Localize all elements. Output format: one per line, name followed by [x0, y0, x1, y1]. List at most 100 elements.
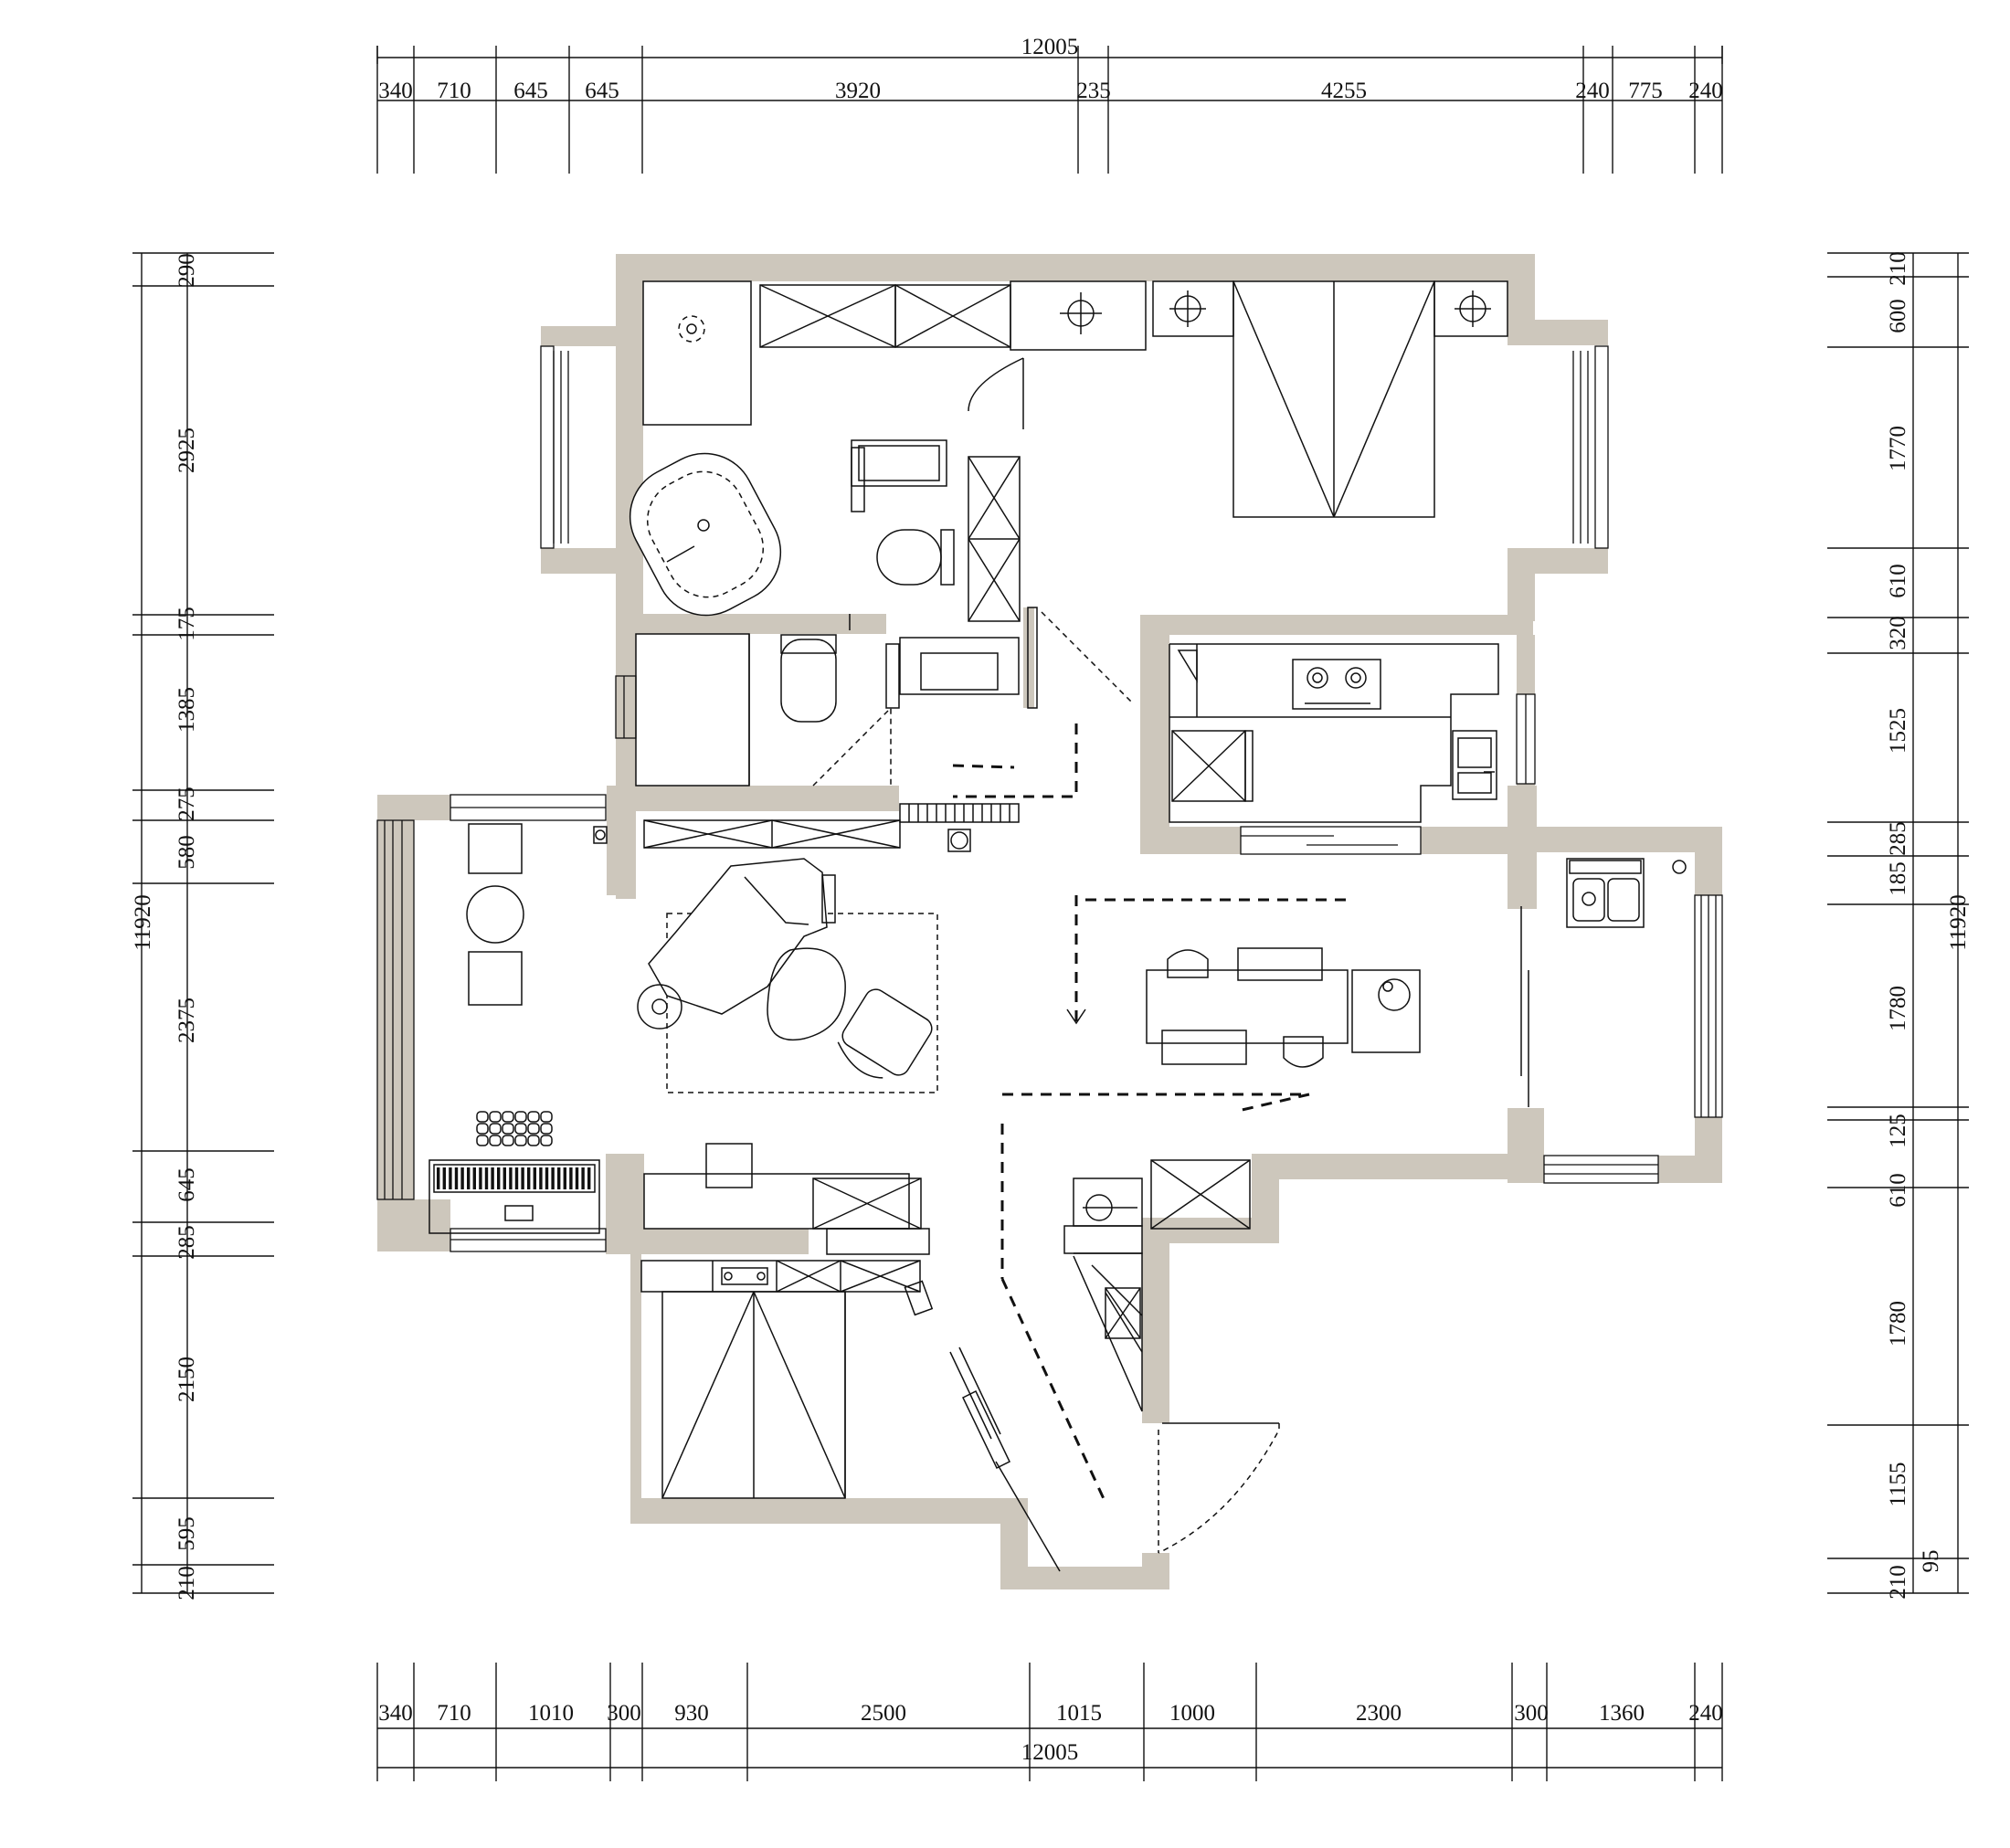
- piano-key: [449, 1167, 452, 1189]
- desk-chair: [705, 1143, 753, 1188]
- top-dimensions: 12005 340 710 645 645 3920 235 4255 240 …: [376, 35, 1723, 174]
- top-total-label: 12005: [1021, 35, 1079, 59]
- right-segment-label: 210: [1886, 1565, 1910, 1600]
- piano-stool-cushion: [514, 1135, 527, 1146]
- piano-stool-cushion: [476, 1135, 489, 1146]
- dining-bench-bottom: [1161, 1030, 1247, 1065]
- piano: [428, 1159, 600, 1234]
- piano-key: [437, 1167, 440, 1189]
- bottom-dimensions: 12005 340 710 1010 300 930 2500 1015 100…: [376, 1663, 1723, 1781]
- bottom-segment-label: 340: [378, 1701, 413, 1726]
- left-segment-label: 210: [175, 1566, 199, 1600]
- dining-bench-top: [1237, 947, 1323, 981]
- right-segment-label: 185: [1886, 861, 1910, 896]
- piano-stool-cushion: [502, 1111, 514, 1123]
- right-segment-label: 610: [1886, 1173, 1910, 1208]
- shoe-rack: [899, 803, 1020, 823]
- piano-key: [539, 1167, 543, 1189]
- bottom-segment-label: 2500: [861, 1701, 906, 1726]
- bottom-segment-label: 1360: [1599, 1701, 1645, 1726]
- armchair-top: [468, 823, 523, 874]
- living-room: [428, 803, 1020, 1316]
- right-segment-label: 95: [1919, 1550, 1943, 1573]
- piano-key: [484, 1167, 489, 1189]
- piano-key: [497, 1167, 501, 1189]
- left-segment-label: 645: [175, 1167, 199, 1202]
- wc-door: [812, 706, 892, 787]
- left-segment-label: 290: [175, 253, 199, 288]
- top-segment-label: 4255: [1321, 79, 1367, 103]
- kitchen: [1169, 643, 1499, 823]
- circulation-path: [952, 723, 1352, 1504]
- right-segment-label: 1155: [1886, 1462, 1910, 1506]
- bottom-segment-label: 710: [437, 1701, 471, 1726]
- right-segment-label: 1770: [1886, 426, 1910, 471]
- piano-stool-cushion: [489, 1111, 502, 1123]
- wc-toilet: [780, 639, 837, 723]
- bottom-segment-label: 2300: [1356, 1701, 1402, 1726]
- top-segment-label: 3920: [835, 79, 881, 103]
- piano-key: [467, 1167, 471, 1189]
- left-segment-label: 2925: [175, 428, 199, 473]
- piano-key: [521, 1167, 524, 1189]
- balcony: [1520, 858, 1687, 1107]
- bottom-segment-label: 240: [1688, 1701, 1723, 1726]
- piano-key: [533, 1167, 536, 1189]
- entry-console: [1073, 1177, 1143, 1227]
- right-total-label: 11920: [1946, 894, 1971, 951]
- top-segment-label: 645: [513, 79, 548, 103]
- left-segment-label: 580: [175, 835, 199, 870]
- piano-key: [479, 1167, 482, 1189]
- piano-key: [581, 1167, 585, 1189]
- right-segment-label: 1780: [1886, 986, 1910, 1031]
- study-desk: [643, 1173, 910, 1230]
- top-segment-label: 645: [585, 79, 619, 103]
- bottom-segment-label: 1015: [1056, 1701, 1102, 1726]
- right-segment-label: 1525: [1886, 708, 1910, 754]
- shower-head-icon: [678, 315, 705, 343]
- piano-stool-cushion: [502, 1123, 514, 1135]
- piano-stool-cushion: [540, 1111, 553, 1123]
- coffee-table: [767, 947, 846, 1040]
- toilet: [876, 529, 942, 586]
- sofa: [648, 858, 828, 1015]
- vanity-basin: [851, 439, 947, 487]
- piano-key: [442, 1167, 446, 1189]
- right-segment-label: 600: [1886, 299, 1910, 333]
- bottom-segment-label: 300: [607, 1701, 641, 1726]
- left-segment-label: 275: [175, 787, 199, 821]
- piano-key: [503, 1167, 506, 1189]
- piano-stool-cushion: [514, 1123, 527, 1135]
- kitchen-sink: [1452, 730, 1497, 800]
- left-segment-label: 1385: [175, 687, 199, 733]
- piano-stool-cushion: [476, 1111, 489, 1123]
- side-table: [466, 885, 524, 944]
- windows: [376, 345, 1723, 1252]
- piano-stool-cushion: [527, 1123, 540, 1135]
- bottom-total-label: 12005: [1021, 1740, 1079, 1765]
- piano-key: [557, 1167, 561, 1189]
- piano-key: [460, 1167, 464, 1189]
- piano-stool-cushion: [540, 1123, 553, 1135]
- sideboard: [1351, 969, 1421, 1053]
- right-segment-label: 320: [1886, 616, 1910, 650]
- shower-screen: [642, 280, 752, 426]
- top-segment-label: 240: [1575, 79, 1610, 103]
- dining-area: [1146, 947, 1421, 1068]
- piano-key: [527, 1167, 531, 1189]
- dining-chair-bottom: [1283, 1036, 1324, 1068]
- bedroom-door: [1041, 611, 1134, 704]
- entry: [1063, 1159, 1280, 1554]
- bottom-segment-label: 1010: [528, 1701, 574, 1726]
- second-bathroom: [635, 633, 1020, 787]
- piano-key: [551, 1167, 555, 1189]
- master-bathroom: [629, 280, 1024, 630]
- master-bedroom: [1010, 280, 1508, 709]
- left-segment-label: 175: [175, 607, 199, 641]
- bottom-segment-label: 1000: [1169, 1701, 1215, 1726]
- rack: [962, 1389, 1010, 1470]
- piano-key: [491, 1167, 494, 1189]
- top-segment-label: 235: [1076, 79, 1111, 103]
- piano-stool-cushion: [476, 1123, 489, 1135]
